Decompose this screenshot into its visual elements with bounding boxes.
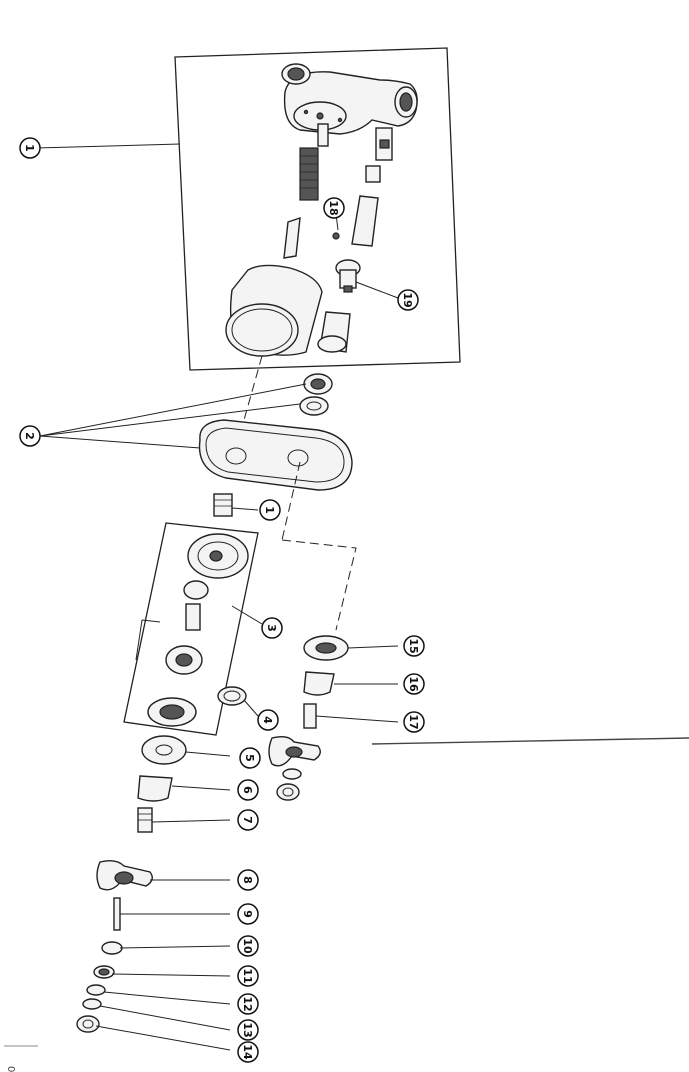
callout-c12: 12: [237, 993, 259, 1015]
callout-number: 16: [407, 676, 420, 692]
callout-circle: [261, 617, 283, 639]
callout-circle: [259, 499, 281, 521]
callout-c7: 7: [237, 809, 259, 831]
callout-c13: 13: [237, 1019, 259, 1041]
cartridge-kit-group: [123, 522, 263, 736]
spindle-spring: [283, 123, 329, 259]
callout-circle: [237, 869, 259, 891]
callout-number: 19: [401, 292, 414, 307]
callout-number: 13: [241, 1022, 254, 1037]
callout-number: 4: [261, 716, 274, 724]
callout-c19: 19: [397, 289, 419, 311]
callout-c1-mid: 1: [259, 499, 281, 521]
callout-number: 17: [407, 714, 420, 729]
callout-number: 7: [241, 816, 254, 824]
callout-number: 15: [407, 638, 420, 653]
callout-circle: [397, 289, 419, 311]
callout-c15: 15: [403, 635, 425, 657]
page-mark: 0: [5, 1066, 16, 1072]
callout-number: 2: [23, 432, 36, 440]
leader-c2-c: [39, 435, 201, 449]
callout-circle: [239, 747, 261, 769]
sleeve-cylinder: [225, 264, 323, 357]
callout-c17: 17: [403, 711, 425, 733]
callout-circle: [237, 809, 259, 831]
callout-number: 5: [243, 754, 256, 762]
callout-circle: [237, 903, 259, 925]
callout-circle: [19, 137, 41, 159]
callout-number: 3: [265, 624, 278, 632]
callout-number: 1: [23, 144, 36, 152]
callout-circle: [237, 965, 259, 987]
callout-circle: [237, 1041, 259, 1063]
callout-number: 18: [327, 200, 340, 215]
left-handle-stack: [76, 735, 231, 1051]
callout-number: 8: [241, 876, 254, 884]
callout-c1-top: 1: [19, 137, 41, 159]
callout-c11: 11: [237, 965, 259, 987]
callout-number: 6: [241, 786, 254, 794]
callout-c8: 8: [237, 869, 259, 891]
callout-circle: [19, 425, 41, 447]
callout-circle: [237, 993, 259, 1015]
callout-circle: [257, 709, 279, 731]
callout-circle: [237, 935, 259, 957]
scan-line: [371, 737, 689, 745]
upper-assembly-frame: [174, 47, 461, 371]
callout-c9: 9: [237, 903, 259, 925]
callout-circle: [403, 711, 425, 733]
callout-c14: 14: [237, 1041, 259, 1063]
centerline-left: [243, 355, 263, 421]
callout-circle: [237, 779, 259, 801]
callout-circle: [403, 673, 425, 695]
callout-number: 12: [241, 996, 254, 1011]
cartridge-kit-frame: [123, 522, 259, 736]
callout-c3: 3: [261, 617, 283, 639]
callout-c4: 4: [257, 709, 279, 731]
callout-circle: [237, 1019, 259, 1041]
callout-c10: 10: [237, 935, 259, 957]
callout-c18: 18: [323, 197, 345, 219]
upper-assembly-group: [174, 47, 461, 371]
callout-c16: 16: [403, 673, 425, 695]
mid-nut: [213, 493, 259, 517]
centerline-right-elbow: [281, 539, 357, 631]
gasket: [217, 686, 247, 706]
right-handle-stack: [268, 635, 399, 801]
callout-number: 11: [241, 968, 254, 983]
valve-body: [281, 63, 418, 135]
callout-number: 9: [241, 910, 254, 918]
cartridge-stack: [317, 127, 393, 353]
leader-c1-top: [35, 143, 181, 149]
callout-circle: [323, 197, 345, 219]
callout-c2: 2: [19, 425, 41, 447]
callout-circle: [403, 635, 425, 657]
callout-c6: 6: [237, 779, 259, 801]
callout-c5: 5: [239, 747, 261, 769]
leader-c2-b: [39, 403, 301, 437]
callout-number: 10: [241, 938, 254, 954]
leader-c2-a: [39, 383, 307, 437]
callout-number: 1: [263, 506, 276, 514]
escutcheon-plate: [198, 373, 353, 491]
callout-number: 14: [241, 1044, 254, 1060]
